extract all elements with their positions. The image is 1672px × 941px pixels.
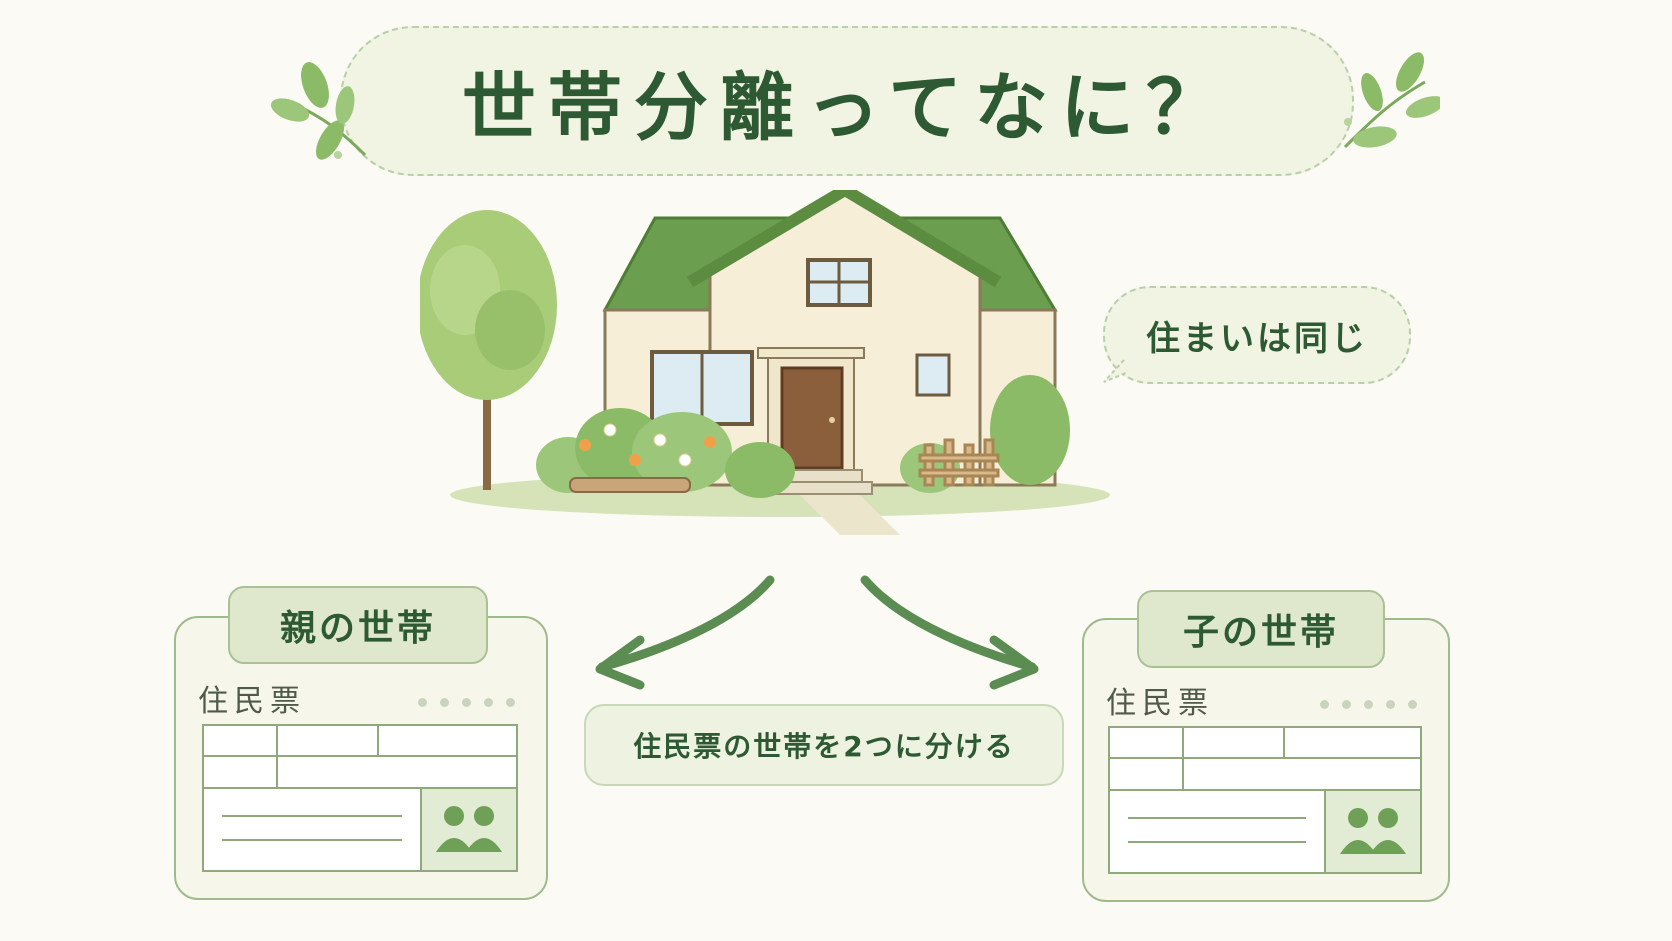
person-pair-icon [436,806,502,852]
child-household-tag: 子の世帯 [1137,590,1385,668]
title-banner: 世帯分離ってなに？ [340,26,1354,176]
speech-bubble: 住まいは同じ [1103,286,1411,384]
page-title: 世帯分離ってなに？ [461,64,1233,151]
card-label: 住民票 [1106,686,1214,721]
arrow-icon-left [597,575,775,672]
leaf-icon-right [1343,52,1440,149]
person-pair-icon [1340,808,1406,854]
dots-decoration [1320,700,1417,709]
house-illustration [420,190,1110,535]
leaf-icon-left [270,62,367,160]
bubble-tail [1103,359,1129,383]
register-form [202,724,518,872]
register-form [1108,726,1422,874]
bubble-text: 住まいは同じ [1146,318,1368,359]
arrow-icon-right [860,575,1037,672]
card-label: 住民票 [198,684,306,719]
tree-illustration [420,210,557,490]
dots-decoration [418,698,515,707]
split-arrows [595,575,1039,690]
parent-household-tag: 親の世帯 [228,586,488,664]
split-description: 住民票の世帯を2つに分ける [584,704,1064,786]
